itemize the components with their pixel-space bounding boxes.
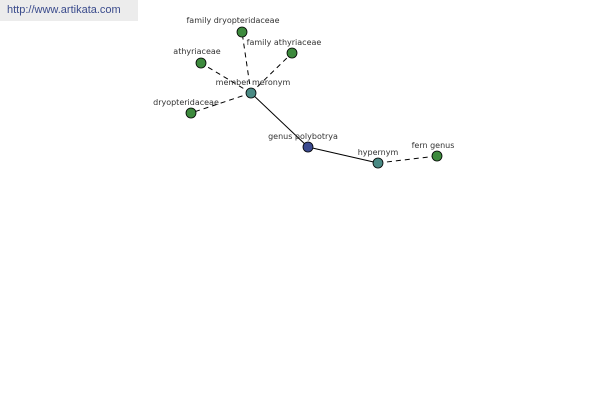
node-fern-genus[interactable]: fern genus (412, 141, 455, 162)
edge-member-meronym-to-athyriaceae (200, 62, 252, 94)
node-circle-genus-polybotrya[interactable] (302, 141, 314, 153)
node-label-fern-genus[interactable]: fern genus (412, 141, 455, 150)
edges-layer (190, 31, 438, 164)
node-label-dryopteridaceae[interactable]: dryopteridaceae (153, 98, 219, 107)
node-circle-fern-genus[interactable] (431, 150, 443, 162)
node-circle-athyriaceae[interactable] (195, 57, 207, 69)
node-label-member-meronym[interactable]: member meronym (216, 78, 291, 87)
site-url-watermark[interactable]: http://www.artikata.com (0, 0, 138, 21)
edge-hypernym-to-fern-genus (377, 155, 438, 164)
node-label-family-dryopteridaceae[interactable]: family dryopteridaceae (186, 16, 279, 25)
edge-genus-polybotrya-to-hypernym (307, 146, 379, 164)
node-family-dryopteridaceae[interactable]: family dryopteridaceae (186, 16, 280, 38)
node-hypernym[interactable]: hypernym (358, 148, 399, 169)
edge-member-meronym-to-dryopteridaceae (190, 92, 252, 114)
node-circle-family-athyriaceae[interactable] (286, 47, 298, 59)
edge-genus-polybotrya-to-member-meronym (250, 92, 309, 148)
node-dryopteridaceae[interactable]: dryopteridaceae (153, 98, 219, 119)
node-circle-family-dryopteridaceae[interactable] (236, 26, 248, 38)
node-athyriaceae[interactable]: athyriaceae (173, 47, 221, 69)
node-label-hypernym[interactable]: hypernym (358, 148, 399, 157)
node-label-athyriaceae[interactable]: athyriaceae (173, 47, 220, 56)
node-label-family-athyriaceae[interactable]: family athyriaceae (247, 38, 322, 47)
edge-member-meronym-to-family-athyriaceae (250, 52, 293, 94)
node-family-athyriaceae[interactable]: family athyriaceae (247, 38, 322, 59)
node-circle-member-meronym[interactable] (245, 87, 257, 99)
node-genus-polybotrya[interactable]: genus polybotrya (268, 132, 338, 153)
node-circle-dryopteridaceae[interactable] (185, 107, 197, 119)
nodes-layer: genus polybotrya member meronym hypernym fa… (153, 16, 455, 169)
node-label-genus-polybotrya[interactable]: genus polybotrya (268, 132, 338, 141)
edge-member-meronym-to-family-dryopteridaceae (241, 31, 252, 94)
node-circle-hypernym[interactable] (372, 157, 384, 169)
node-member-meronym[interactable]: member meronym (216, 78, 291, 99)
